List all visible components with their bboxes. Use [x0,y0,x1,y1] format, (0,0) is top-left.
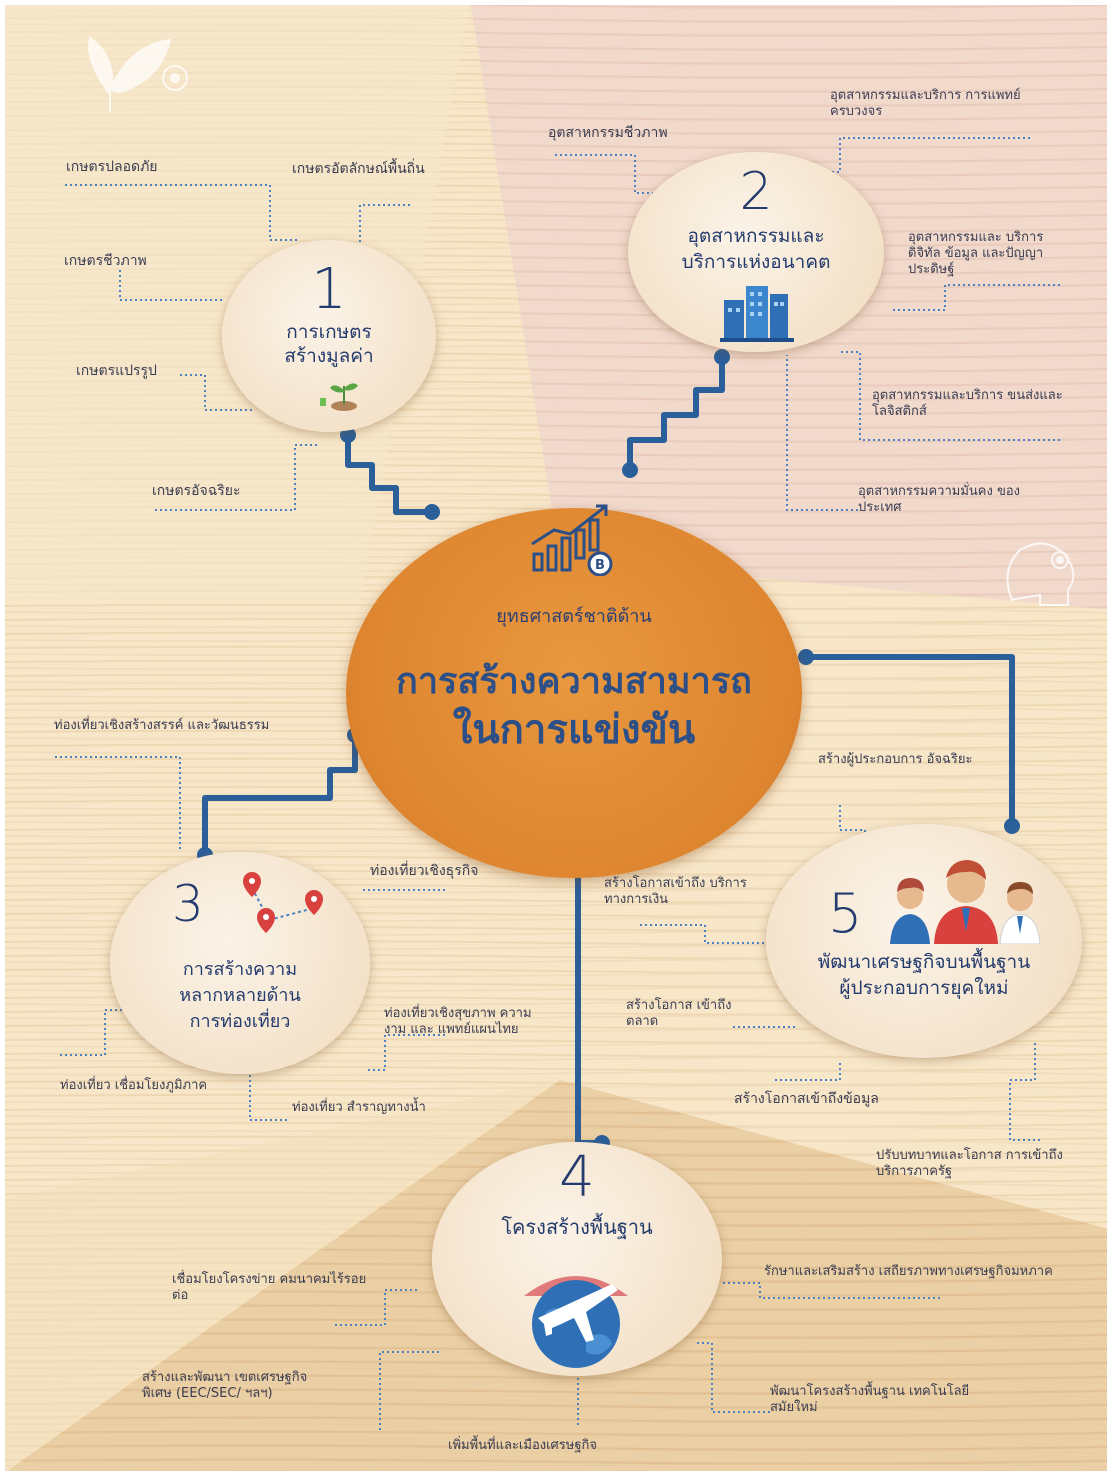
node-title-line: สร้างมูลค่า [284,345,374,367]
item-label: ปรับบทบาทและโอกาส การเข้าถึงบริการภาครัฐ [876,1148,1063,1179]
brain-gear-icon [1006,542,1075,606]
item-label: พัฒนาโครงสร้างพื้นฐาน เทคโนโลยีสมัยใหม่ [770,1384,970,1415]
node-title-line: บริการแห่งอนาคต [681,251,831,273]
node-title-line: การเกษตร [286,321,372,343]
node-entrepreneurs: 5 พัฒนาเศรษฐกิจบนพื้นฐาน ผู้ประกอบการยุค… [766,824,1082,1058]
item-label: ท่องเที่ยว เชื่อมโยงภูมิภาค [60,1078,208,1093]
item-label: ท่องเที่ยวเชิงสร้างสรรค์ และวัฒนธรรม [54,718,270,733]
node-title-line: การสร้างความ [182,959,298,980]
node-title-line: พัฒนาเศรษฐกิจบนพื้นฐาน [817,951,1031,973]
item-label: อุตสาหกรรมและ บริการดิจิทัล ข้อมูล และปั… [908,230,1044,277]
svg-text:B: B [595,558,605,573]
item-label: รักษาและเสริมสร้าง เสถียรภาพทางเศรษฐกิจม… [764,1264,1053,1279]
seedling-icon [320,383,358,411]
item-label: อุตสาหกรรมชีวภาพ [548,125,668,141]
item-label: อุตสาหกรรมและบริการ การแพทย์ครบวงจร [830,88,1021,119]
item-label: สร้างโอกาสเข้าถึงข้อมูล [734,1091,879,1107]
growth-chart-baht-icon: B [531,504,613,576]
node-future-industry: 2 อุตสาหกรรมและ บริการแห่งอนาคต [628,152,884,352]
item-label: สร้างโอกาสเข้าถึง บริการทางการเงิน [604,876,747,907]
center-strategy: B ยุทธศาสตร์ชาติด้าน การสร้างความสามารถ … [346,504,802,878]
node-title-line: ผู้ประกอบการยุคใหม่ [839,977,1009,999]
item-label: ท่องเที่ยว สำราญทางน้ำ [292,1100,426,1115]
node-agriculture: 1 การเกษตร สร้างมูลค่า [222,240,436,432]
center-title-line: ในการแข่งขัน [452,707,696,753]
node-title-line: การท่องเที่ยว [189,1011,291,1032]
node-number: 4 [559,1145,595,1210]
item-label: สร้างโอกาส เข้าถึงตลาด [626,998,732,1029]
node-number: 5 [828,882,863,945]
map-pins-icon [243,872,323,933]
item-label: เกษตรชีวภาพ [64,253,147,269]
center-title-line: การสร้างความสามารถ [396,661,752,702]
eco-leaf-icon [88,36,188,112]
item-label: เชื่อมโยงโครงข่าย คมนาคมไร้รอยต่อ [172,1272,367,1303]
node-number: 3 [172,875,204,933]
buildings-icon [720,286,794,342]
item-label: ท่องเที่ยวเชิงธุรกิจ [370,863,479,879]
node-tourism: 3 การสร้างความ หลากหลายด้าน การท่องเที่ย… [110,852,370,1074]
node-number: 2 [739,162,773,222]
item-label: เกษตรอัตลักษณ์พื้นถิ่น [292,161,425,177]
center-subtitle: ยุทธศาสตร์ชาติด้าน [496,606,652,627]
node-infrastructure: 4 โครงสร้างพื้นฐาน [432,1142,722,1376]
item-label: เกษตรปลอดภัย [66,159,158,175]
node-title-line: อุตสาหกรรมและ [687,225,825,247]
item-label: เกษตรอัจฉริยะ [152,483,241,499]
airplane-globe-icon [524,1276,628,1368]
item-label: เพิ่มพื้นที่และเมืองเศรษฐกิจ [448,1438,598,1453]
entrepreneurs-icon [890,860,1041,944]
item-label: ท่องเที่ยวเชิงสุขภาพ ความงาม และ แพทย์แผ… [384,1006,532,1037]
node-number: 1 [311,257,347,322]
item-label: อุตสาหกรรมความมั่นคง ของประเทศ [858,484,1020,515]
item-label: สร้างผู้ประกอบการ อัจฉริยะ [818,752,973,767]
item-label: อุตสาหกรรมและบริการ ขนส่งและโลจิสติกส์ [872,388,1063,419]
node-title-line: โครงสร้างพื้นฐาน [501,1215,653,1239]
item-label: เกษตรแปรรูป [76,363,157,379]
item-label: สร้างและพัฒนา เขตเศรษฐกิจพิเศษ (EEC/SEC/… [142,1370,308,1401]
node-title-line: หลากหลายด้าน [179,985,301,1006]
